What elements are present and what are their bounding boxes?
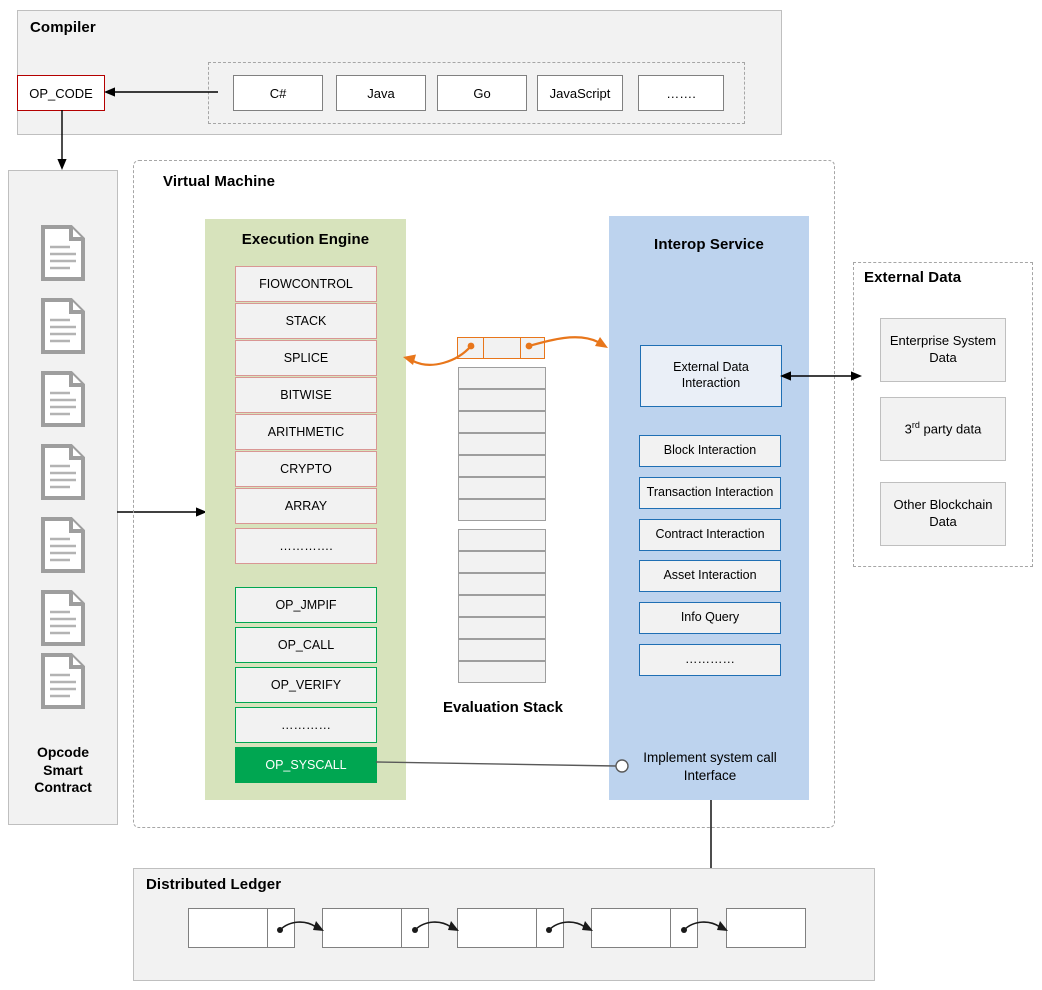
language-box-others[interactable]: …….: [638, 75, 724, 111]
language-box-go[interactable]: Go: [437, 75, 527, 111]
contract-label-line-1: Opcode: [36, 744, 90, 760]
opcode-box-crypto[interactable]: CRYPTO: [235, 451, 377, 487]
ledger-block-pointer[interactable]: [401, 908, 429, 948]
op-box-syscall[interactable]: OP_SYSCALL: [235, 747, 377, 783]
interop-box-block-interaction[interactable]: Block Interaction: [639, 435, 781, 467]
language-box-csharp[interactable]: C#: [233, 75, 323, 111]
document-icon: [41, 653, 85, 709]
ledger-link-arrow: [412, 921, 459, 933]
evaluation-stack-row[interactable]: [458, 499, 546, 521]
arrow-opcode-to-contract: [57, 110, 67, 170]
language-box-javascript[interactable]: JavaScript: [537, 75, 623, 111]
external-data-interaction-line-1: External Data: [673, 360, 749, 375]
ledger-block[interactable]: [188, 908, 268, 948]
interop-box-asset-interaction[interactable]: Asset Interaction: [639, 560, 781, 592]
distributed-ledger-title: Distributed Ledger: [146, 876, 282, 893]
external-data-panel: [853, 262, 1033, 567]
language-group: [208, 62, 745, 124]
interop-box-external-data-interaction[interactable]: External Data Interaction: [640, 345, 782, 407]
ledger-block[interactable]: [457, 908, 537, 948]
document-icon: [41, 225, 85, 281]
opcode-box-bitwise[interactable]: BITWISE: [235, 377, 377, 413]
virtual-machine-title: Virtual Machine: [163, 173, 276, 190]
arrow-stack-to-execution-engine: [403, 342, 475, 366]
external-data-box-third-party-data[interactable]: 3rd party data: [880, 397, 1006, 461]
evaluation-stack-row[interactable]: [458, 529, 546, 551]
ledger-link-arrow: [681, 921, 728, 933]
external-data-interaction-line-2: Interaction: [681, 376, 741, 390]
evaluation-stack-row[interactable]: [458, 595, 546, 617]
opcode-box-array[interactable]: ARRAY: [235, 488, 377, 524]
evaluation-stack-row[interactable]: [458, 433, 546, 455]
other-blockchain-line-2: Data: [929, 514, 957, 529]
third-party-suffix: party data: [919, 421, 982, 437]
interop-box-info-query[interactable]: Info Query: [639, 602, 781, 634]
document-icon: [41, 590, 85, 646]
evaluation-stack-row[interactable]: [458, 389, 546, 411]
third-party-superscript: rd: [911, 419, 920, 430]
evaluation-stack-row[interactable]: [458, 551, 546, 573]
interop-box-contract-interaction[interactable]: Contract Interaction: [639, 519, 781, 551]
opcode-box-arithmetic[interactable]: ARITHMETIC: [235, 414, 377, 450]
op-box-verify[interactable]: OP_VERIFY: [235, 667, 377, 703]
stack-top-cell-2[interactable]: [483, 337, 521, 359]
opcode-smart-contract-label: Opcode Smart Contract: [8, 744, 118, 797]
arrow-contract-to-execution-engine: [117, 507, 207, 517]
opcode-box-stack[interactable]: STACK: [235, 303, 377, 339]
interop-box-more[interactable]: …………: [639, 644, 781, 676]
ledger-block[interactable]: [591, 908, 671, 948]
op-code-box[interactable]: OP_CODE: [17, 75, 105, 111]
ledger-link-arrow: [546, 921, 593, 933]
syscall-interface-note: Implement system call Interface: [634, 749, 786, 784]
op-box-jmpif[interactable]: OP_JMPIF: [235, 587, 377, 623]
evaluation-stack-row[interactable]: [458, 367, 546, 389]
connector-syscall-to-interop: [375, 759, 629, 773]
opcode-box-more[interactable]: ………….: [235, 528, 377, 564]
external-data-title: External Data: [864, 269, 962, 286]
evaluation-stack-row[interactable]: [458, 573, 546, 595]
syscall-note-line-2: Interface: [683, 767, 737, 783]
opcode-box-splice[interactable]: SPLICE: [235, 340, 377, 376]
evaluation-stack-row[interactable]: [458, 639, 546, 661]
interop-service-title: Interop Service: [654, 236, 764, 253]
ledger-block[interactable]: [726, 908, 806, 948]
external-data-box-enterprise-system-data[interactable]: Enterprise System Data: [880, 318, 1006, 382]
evaluation-stack-row[interactable]: [458, 477, 546, 499]
document-icon: [41, 371, 85, 427]
interop-box-transaction-interaction[interactable]: Transaction Interaction: [639, 477, 781, 509]
language-box-java[interactable]: Java: [336, 75, 426, 111]
external-data-box-other-blockchain-data[interactable]: Other Blockchain Data: [880, 482, 1006, 546]
ledger-block[interactable]: [322, 908, 402, 948]
contract-label-line-2: Smart: [43, 761, 83, 778]
evaluation-stack-row[interactable]: [458, 617, 546, 639]
evaluation-stack-row[interactable]: [458, 411, 546, 433]
op-box-more[interactable]: …………: [235, 707, 377, 743]
evaluation-stack-row[interactable]: [458, 661, 546, 683]
arrow-stack-to-interop-service: [525, 336, 608, 350]
document-icon: [41, 298, 85, 354]
execution-engine-title: Execution Engine: [241, 231, 370, 248]
opcode-box-fiowcontrol[interactable]: FIOWCONTROL: [235, 266, 377, 302]
ledger-link-arrow: [277, 921, 324, 933]
arrow-interop-to-external-data: [780, 371, 862, 381]
third-party-prefix: 3: [904, 421, 912, 437]
arrow-languages-to-opcode: [104, 87, 218, 97]
document-icon: [41, 517, 85, 573]
document-icon: [41, 444, 85, 500]
compiler-panel: [17, 10, 782, 135]
syscall-note-line-1: Implement system call: [643, 750, 777, 765]
compiler-title: Compiler: [30, 19, 96, 36]
enterprise-data-line-2: Data: [929, 350, 957, 365]
evaluation-stack-label: Evaluation Stack: [442, 699, 564, 716]
evaluation-stack-row[interactable]: [458, 455, 546, 477]
op-box-call[interactable]: OP_CALL: [235, 627, 377, 663]
enterprise-data-line-1: Enterprise System: [889, 333, 997, 349]
other-blockchain-line-1: Other Blockchain: [893, 497, 993, 513]
virtual-machine-panel: [133, 160, 835, 828]
contract-label-line-3: Contract: [34, 779, 92, 795]
